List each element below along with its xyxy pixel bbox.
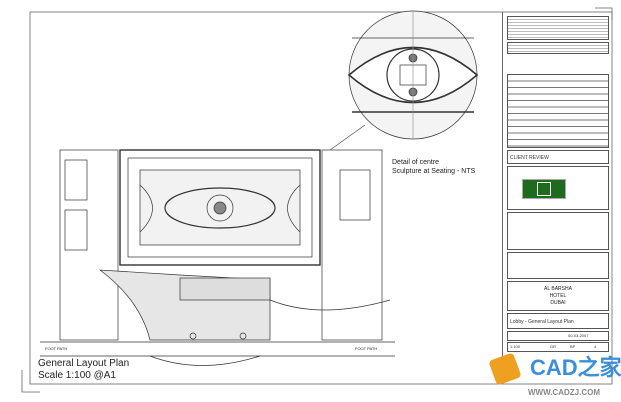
foot-path-left: FOOT PATH xyxy=(45,346,68,351)
project-title-line2: HOTEL xyxy=(549,293,567,299)
drawing-title-box: Lobby - General Layout Plan xyxy=(507,313,609,329)
sheet-frame xyxy=(21,7,613,393)
foot-path-right: FOOT PATH xyxy=(355,346,378,351)
title-block: CLIENT REVIEW AL BARSHA HOTEL DUBAI Lobb… xyxy=(502,12,613,384)
detail-note-line1: Detail of centre xyxy=(392,159,440,166)
lobby-plan xyxy=(40,124,395,366)
copyright-box xyxy=(507,42,609,54)
revision-table xyxy=(507,74,609,148)
issue-status: CLIENT REVIEW xyxy=(510,155,549,161)
revision: 4 xyxy=(594,344,597,349)
drawing-scale: Scale 1:100 @A1 xyxy=(38,370,116,381)
watermark-brand: CAD之家 xyxy=(530,355,621,380)
title-block-drawing-title: Lobby - General Layout Plan xyxy=(510,319,574,325)
project-title-line1: AL BARSHA xyxy=(544,286,572,292)
scale-row: 1:100 GR BP 4 xyxy=(507,342,609,352)
drawing-title: General Layout Plan xyxy=(38,358,130,369)
sculpture-detail xyxy=(347,10,479,140)
project-title-line3: DUBAI xyxy=(550,300,566,306)
detail-note-line2: Sculpture at Seating - NTS xyxy=(392,168,476,175)
project-title-box: AL BARSHA HOTEL DUBAI xyxy=(507,281,609,311)
checked-by: BP xyxy=(570,344,576,349)
project-box xyxy=(507,212,609,250)
company-logo xyxy=(522,179,566,199)
drawing-date: 00-03-2007 xyxy=(568,333,589,338)
logo-box xyxy=(507,166,609,210)
watermark-url: WWW.CADZJ.COM xyxy=(528,388,600,397)
drawing-caption: General Layout Plan Scale 1:100 @A1 xyxy=(38,358,129,382)
client-box xyxy=(507,252,609,279)
title-block-scale: 1:100 xyxy=(510,344,521,349)
detail-note: Detail of centre Sculpture at Seating - … xyxy=(392,158,475,176)
drawn-by: GR xyxy=(550,344,556,349)
notes-box xyxy=(507,16,609,40)
issue-status-box: CLIENT REVIEW xyxy=(507,150,609,164)
date-box: 00-03-2007 xyxy=(507,331,609,341)
